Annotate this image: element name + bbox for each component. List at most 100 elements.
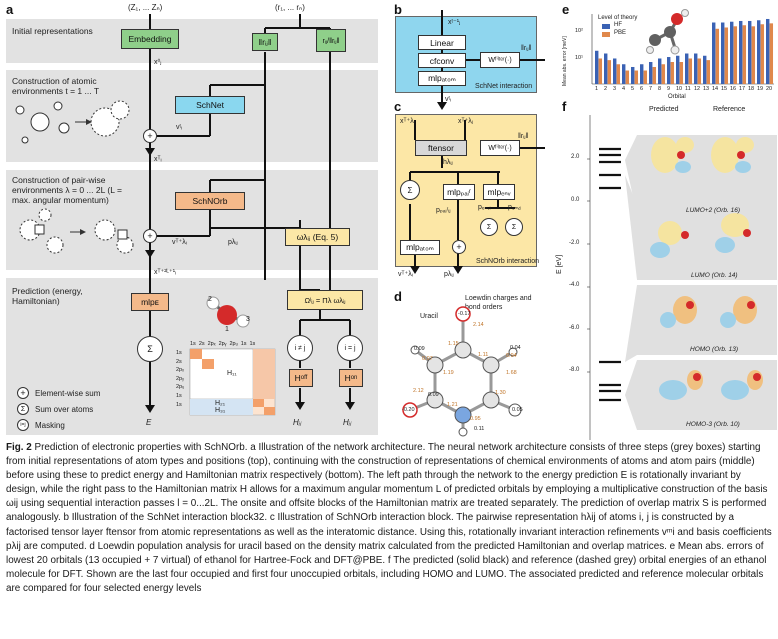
orbital-label: LUMO+2 (Orb. 16) <box>686 207 741 214</box>
schnorb-block: SchNOrb <box>175 192 245 210</box>
atomic-environments-box <box>6 70 378 162</box>
linear-block: Linear <box>418 35 466 50</box>
bond-label: 0.94 <box>506 353 517 359</box>
mlp-atom-block-c: mlpₐₜₒₘ <box>400 240 440 255</box>
f-ytick: 0.0 <box>571 197 580 203</box>
hamiltonian-matrix <box>189 348 276 416</box>
wfilter-block-b: Wᶠⁱˡᵗᵉʳ(·) <box>480 52 520 68</box>
f-ytick: 2.0 <box>571 154 580 160</box>
bar-hf-7 <box>649 62 653 84</box>
omega-block: ωλᵢⱼ (Eq. 5) <box>285 228 350 246</box>
bar-hf-9 <box>667 57 671 84</box>
ppair-label: pₚₐᵢʳᵢⱼ <box>436 207 451 214</box>
panel-e-letter: e <box>562 2 570 17</box>
x-tick-label: 17 <box>739 86 746 92</box>
e-ytick-mid: 10¹ <box>575 55 583 61</box>
matrix-col-labels: 1s 2s 2pₓ 2pᵧ 2pᵤ 1s 1s <box>190 341 255 347</box>
col-label: 2pᵧ <box>218 341 227 347</box>
level-of-theory-title: Level of theory <box>598 15 638 21</box>
legend-plus-icon: + <box>17 387 29 399</box>
x-tick-label: 13 <box>703 86 710 92</box>
b-vti-label: vᵗᵢ <box>445 96 452 103</box>
bond-label: 1.30 <box>495 390 506 396</box>
elementwise-sum-1: + <box>143 129 157 143</box>
col-reference: Reference <box>713 106 746 113</box>
bar-pbe-7 <box>652 66 657 84</box>
mlpE-block: mlpᴇ <box>131 293 169 311</box>
bar-hf-4 <box>622 64 626 84</box>
charge-label: -0.20 <box>402 407 415 413</box>
x-tick-label: 5 <box>631 86 635 92</box>
col-label: 1s <box>240 341 247 347</box>
embedding-block: Embedding <box>121 29 179 49</box>
legend-pbe: PBE <box>614 30 627 36</box>
pienv-label: pₑₙᵥᵢ <box>478 204 491 211</box>
x-tick-label: 14 <box>712 86 719 92</box>
h31-label: H₃₁ <box>215 407 226 414</box>
bar-pbe-13 <box>706 60 711 84</box>
bar-pbe-9 <box>670 62 675 84</box>
section-atomic-label: Construction of atomic environments t = … <box>12 76 100 96</box>
bar-hf-16 <box>730 21 734 84</box>
legend-hf: HF <box>614 22 622 28</box>
bond-label: 1.11 <box>478 352 489 358</box>
row-label: 1s <box>176 401 182 408</box>
f-ytick: -4.0 <box>569 282 580 288</box>
x-tick-label: 19 <box>757 86 764 92</box>
bar-hf-3 <box>613 58 617 84</box>
panel-d-letter: d <box>394 289 402 304</box>
omega-product-block: Ωˡᵢⱼ = Πλ ωλᵢⱼ <box>287 290 363 310</box>
bar-hf-20 <box>766 18 770 85</box>
panel-a-letter: a <box>6 2 14 17</box>
rij-unit-block: rᵢⱼ/‖rᵢⱼ‖ <box>316 29 346 52</box>
x-tick-label: 18 <box>748 86 755 92</box>
schnet-block: SchNet <box>175 96 245 114</box>
atom-label-3: 3 <box>246 316 250 323</box>
f-ytick: -2.0 <box>569 240 580 246</box>
bar-hf-11 <box>685 53 689 84</box>
water-molecule <box>206 296 250 328</box>
x-tick-label: 16 <box>730 86 737 92</box>
c-sum-j-node: Σ <box>480 218 498 236</box>
bar-hf-2 <box>604 53 608 84</box>
row-label: 1s <box>176 392 182 399</box>
xT-label: xᵀᵢ <box>154 156 162 163</box>
x-tick-label: 2 <box>604 86 608 92</box>
pjenv-label: pₑₙᵥⱼ <box>508 204 521 211</box>
bar-hf-6 <box>640 64 644 84</box>
legend-masking: Masking <box>35 421 65 430</box>
col-label: 2pᵤ <box>229 341 238 347</box>
e-ytick-top: 10² <box>575 28 583 34</box>
c-out-v-label: vᵀ⁺λᵢ <box>398 271 413 278</box>
bar-hf-13 <box>703 55 707 84</box>
bar-pbe-6 <box>643 70 648 84</box>
atom-label-2: 2 <box>208 296 212 303</box>
charge-label: 0.09 <box>414 346 425 352</box>
bar-hf-12 <box>694 53 698 84</box>
ftensor-block: ftensor <box>415 140 467 156</box>
bar-pbe-16 <box>733 26 738 84</box>
row-label: 2pᵤ <box>176 384 185 391</box>
charge-label: 0.04 <box>510 345 521 351</box>
matrix-row-labels: 1s 2s 2pₓ 2pᵧ 2pᵤ 1s 1s <box>176 349 184 409</box>
col-predicted: Predicted <box>649 106 679 113</box>
col-label: 1s <box>249 341 256 347</box>
x-tick-label: 10 <box>676 86 683 92</box>
bar-pbe-8 <box>661 64 666 84</box>
x-tick-label: 3 <box>613 86 617 92</box>
col-label: 1s <box>190 341 196 347</box>
atom-label-1: 1 <box>225 326 229 333</box>
f-ytick: -8.0 <box>569 367 580 373</box>
caption-lead: Fig. 2 <box>6 442 32 453</box>
x-tick-label: 20 <box>766 86 773 92</box>
bond-label: 1.21 <box>447 402 458 408</box>
row-label: 2s <box>176 358 182 365</box>
sum-symbol: Σ <box>147 344 153 354</box>
e-xlabel: Orbital <box>668 94 686 100</box>
panel-b-letter: b <box>394 2 402 17</box>
caption-text: Prediction of electronic properties with… <box>6 442 772 594</box>
bar-pbe-15 <box>724 27 729 85</box>
orbital-label: LUMO (Orb. 14) <box>691 272 738 279</box>
